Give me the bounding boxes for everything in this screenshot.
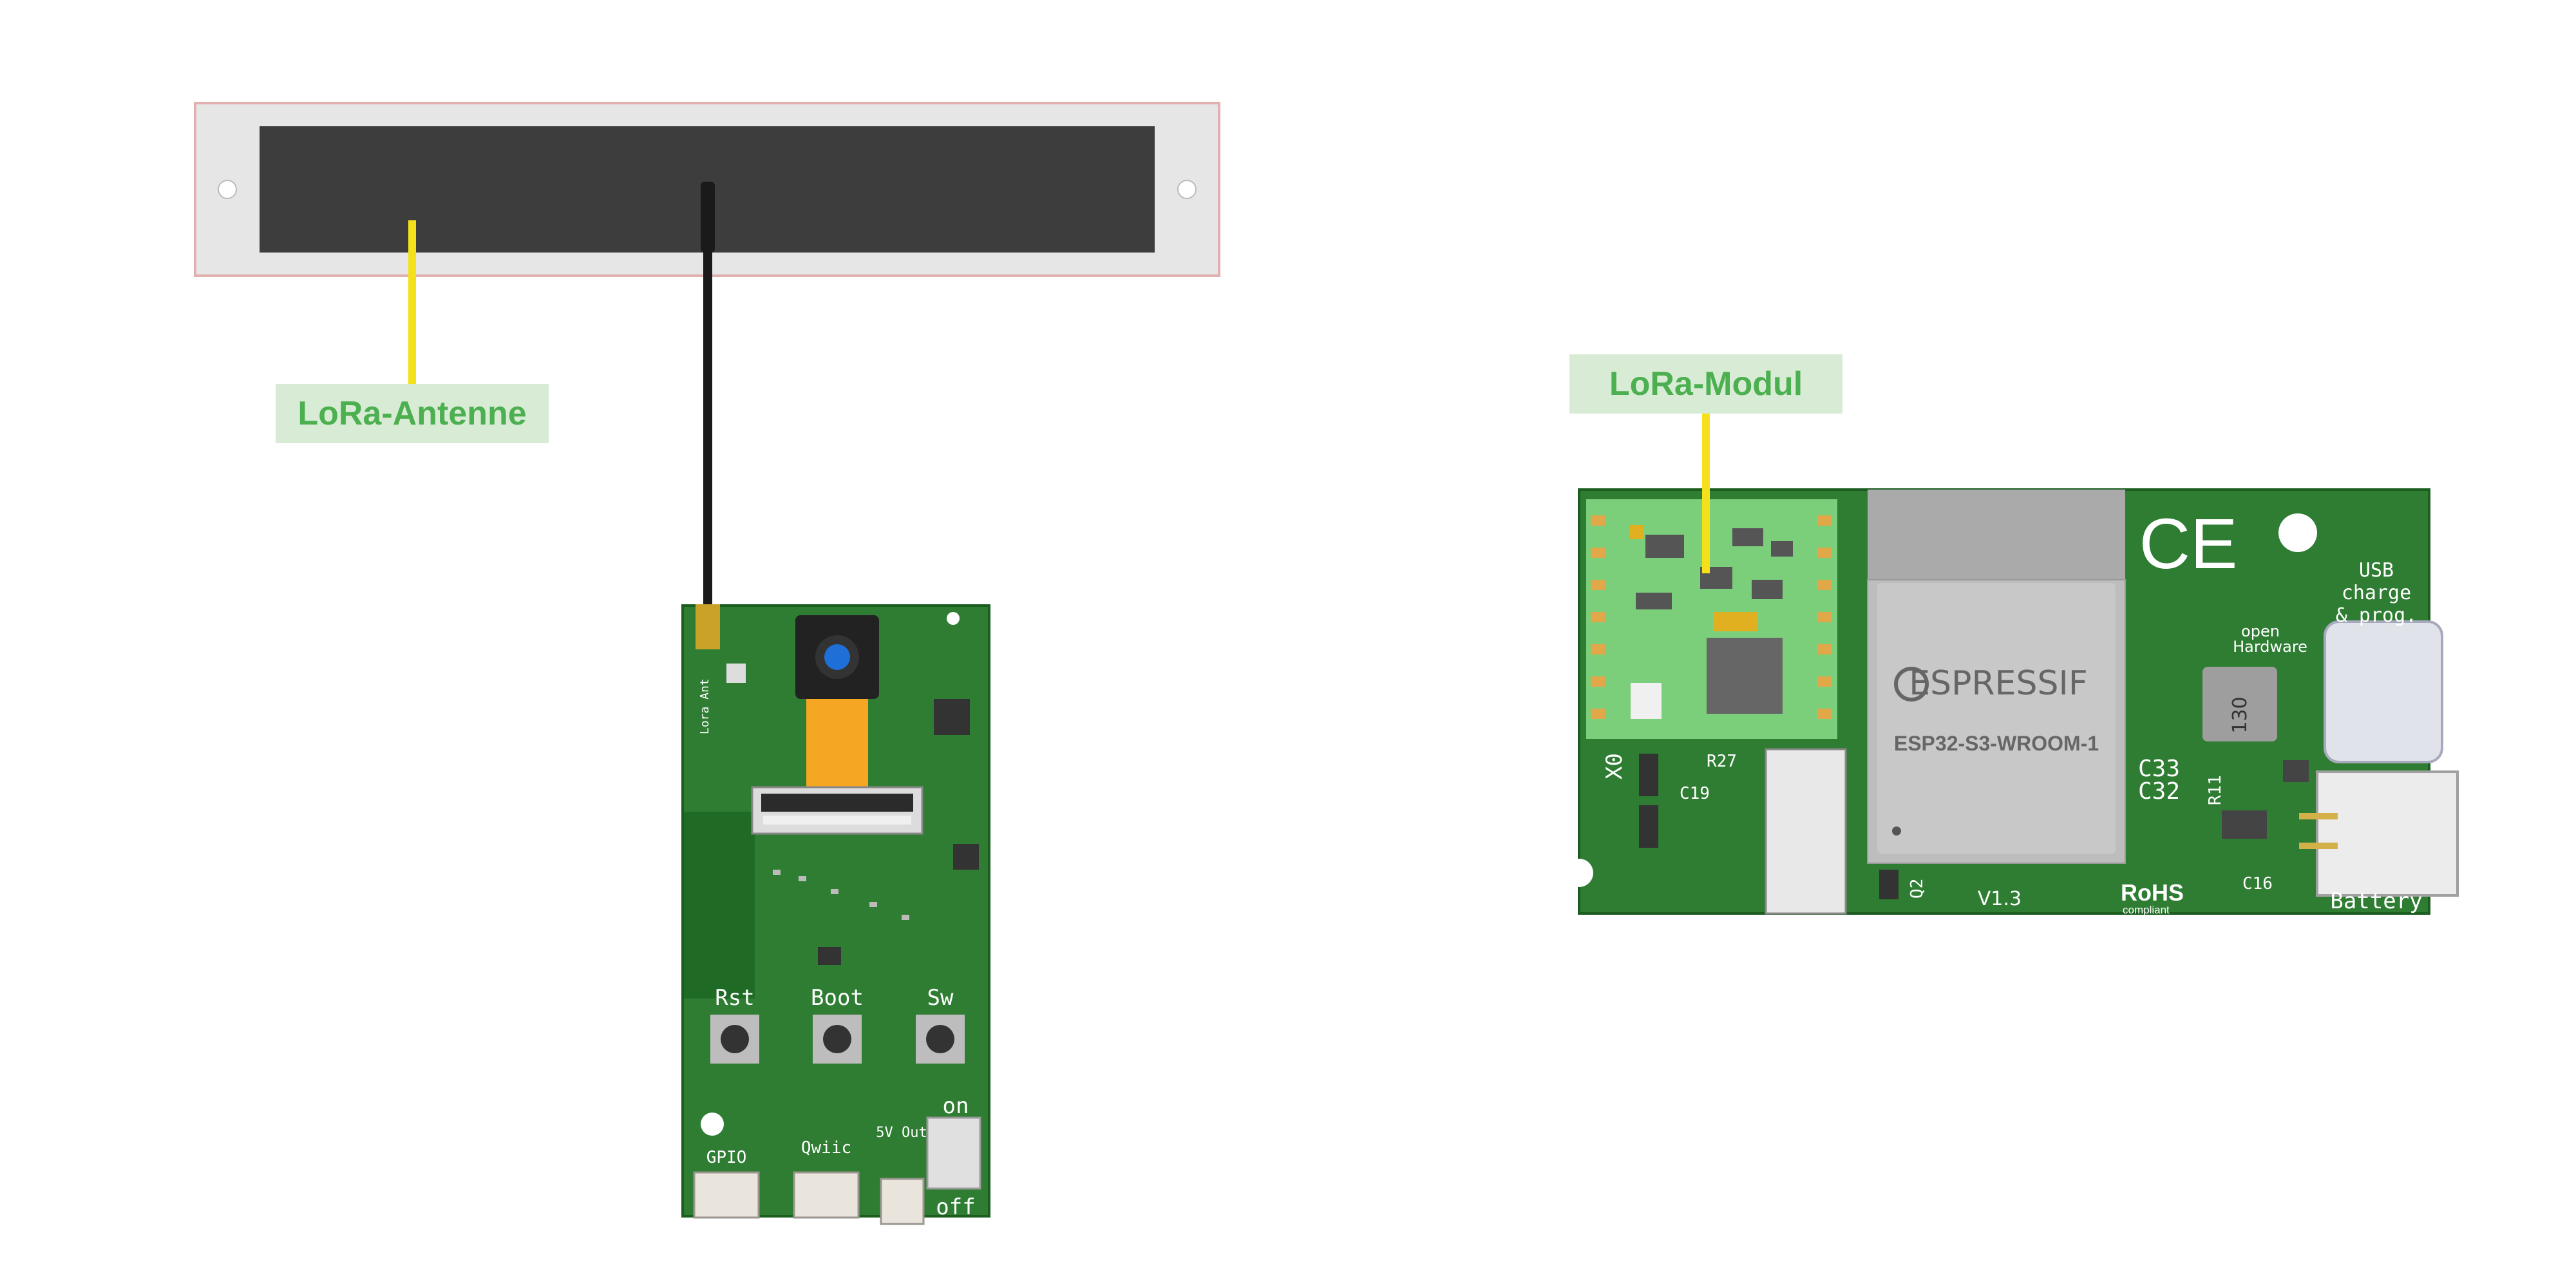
switch-label-off: off bbox=[936, 1194, 975, 1220]
connector-label-qwiic: Qwiic bbox=[801, 1138, 851, 1158]
button-label-rst: Rst bbox=[715, 985, 754, 1011]
sd-card-slot bbox=[1765, 748, 1847, 915]
power-slide-switch bbox=[926, 1116, 981, 1190]
antenna-connector-label: Lora Ant bbox=[698, 678, 712, 734]
ce-mark: CE bbox=[2139, 504, 2238, 584]
usb-label-line-2: charge bbox=[2342, 582, 2411, 604]
lora-module-callout: LoRa-Modul bbox=[1569, 354, 1842, 414]
main-board: ESPRESSIF ESP32-S3-WROOM-1 130 CE USB ch… bbox=[1565, 488, 2459, 916]
silk-c16: C16 bbox=[2242, 874, 2273, 894]
boot-button bbox=[813, 1015, 862, 1064]
usb-c-connector bbox=[2324, 620, 2443, 763]
switch-button bbox=[916, 1015, 965, 1064]
usb-label-line-3: & prog. bbox=[2336, 604, 2417, 627]
battery-connector bbox=[2316, 770, 2459, 897]
esp32-model-label: ESP32-S3-WROOM-1 bbox=[1894, 732, 2099, 755]
silk-r27: R27 bbox=[1707, 752, 1737, 771]
silk-x0: X0 bbox=[1602, 753, 1627, 779]
lora-antenna-callout: LoRa-Antenne bbox=[276, 384, 549, 443]
lora-antenna-callout-text: LoRa-Antenne bbox=[298, 395, 527, 432]
camera-board: Rst Boot Sw on off GPIO Qwiic 5V Out Lor… bbox=[681, 604, 990, 1225]
antenna-cable bbox=[701, 182, 715, 612]
button-label-sw: Sw bbox=[927, 985, 954, 1011]
connector-label-gpio: GPIO bbox=[706, 1148, 747, 1167]
5v-out-connector bbox=[880, 1178, 925, 1225]
qwiic-connector bbox=[793, 1171, 860, 1219]
inductor-marking: 130 bbox=[2229, 696, 2251, 733]
version-label: V1.3 bbox=[1978, 888, 2022, 910]
battery-label: Battery bbox=[2330, 888, 2422, 914]
open-hardware-line-2: Hardware bbox=[2233, 638, 2307, 656]
connector-label-5v-out: 5V Out bbox=[876, 1125, 927, 1141]
silk-c19: C19 bbox=[1680, 784, 1710, 803]
silk-c33: C33 bbox=[2138, 756, 2180, 782]
esp32-module: ESPRESSIF ESP32-S3-WROOM-1 bbox=[1867, 490, 2126, 864]
button-label-boot: Boot bbox=[811, 985, 864, 1011]
lora-module-callout-text: LoRa-Modul bbox=[1609, 365, 1803, 403]
silk-c32: C32 bbox=[2138, 778, 2180, 805]
gpio-connector bbox=[693, 1171, 760, 1219]
switch-label-on: on bbox=[943, 1093, 969, 1119]
usb-label-line-1: USB bbox=[2359, 559, 2394, 582]
silk-q2: Q2 bbox=[1908, 879, 1927, 899]
rohs-label: RoHS bbox=[2121, 879, 2184, 906]
open-hardware-line-1: open bbox=[2241, 622, 2280, 640]
silk-r11: R11 bbox=[2206, 775, 2225, 805]
rohs-compliant-label: compliant bbox=[2123, 904, 2170, 916]
reset-button bbox=[710, 1015, 759, 1064]
lora-module bbox=[1586, 499, 1837, 739]
esp32-brand-label: ESPRESSIF bbox=[1909, 664, 2087, 703]
